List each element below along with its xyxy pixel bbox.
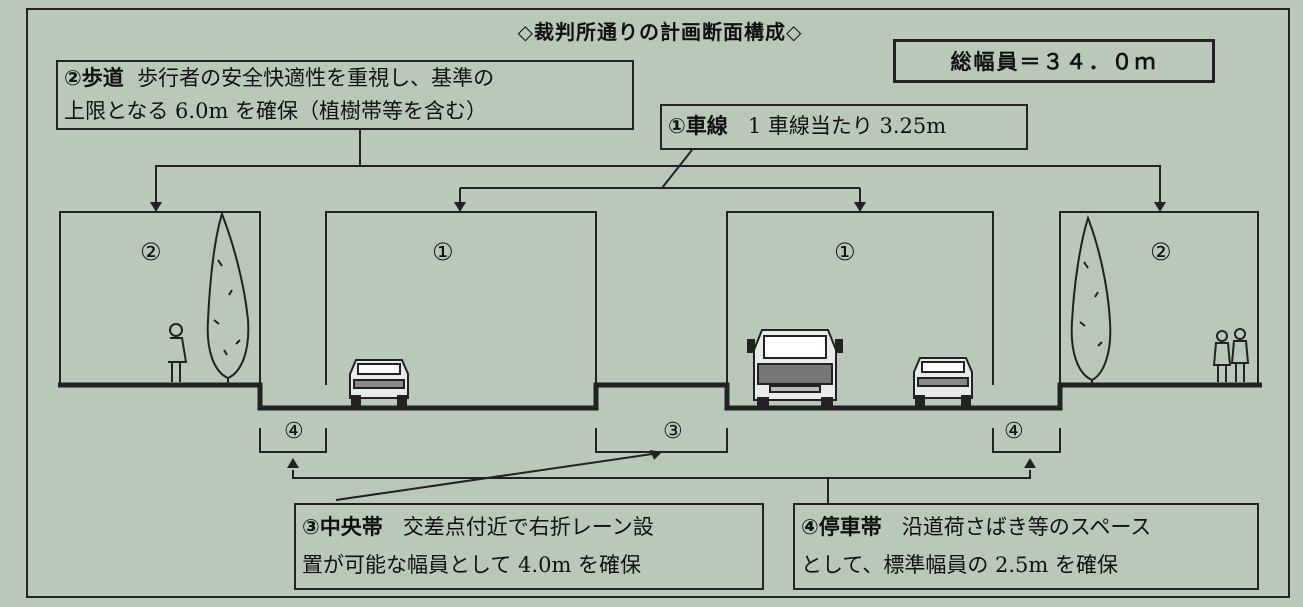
pedestrian-left (168, 323, 188, 382)
sidewalk-leader (155, 130, 361, 204)
car-right (913, 357, 973, 407)
parking-text-1: 沿道荷さばき等のスペース (901, 515, 1152, 539)
tree-left (206, 210, 250, 385)
lane-heading: ①車線 (668, 114, 728, 138)
lane-callout: ①車線 1 車線当たり 3.25m (660, 104, 1028, 150)
diagram-title: ◇裁判所通りの計画断面構成◇ (517, 20, 803, 44)
sidewalk-callout: ②歩道 歩行者の安全快適性を重視し、基準の 上限となる 6.0m を確保（植樹帯… (56, 60, 634, 130)
sidewalk-right-label: ② (1150, 238, 1172, 266)
total-width-box: 総幅員＝３４．０ｍ (893, 39, 1215, 83)
parking-right-bracket (992, 428, 1061, 453)
parking-heading: ④停車帯 (801, 515, 882, 539)
lane-left-space (325, 211, 597, 385)
median-label: ③ (663, 419, 683, 444)
median-leader (335, 453, 653, 501)
parking-left-label: ④ (284, 419, 304, 444)
sidewalk-right-space (1059, 211, 1259, 385)
median-bracket (595, 428, 728, 453)
sidewalk-text-2: 上限となる 6.0m を確保（植樹帯等を含む） (64, 99, 488, 123)
lane-left-label: ① (432, 238, 454, 266)
road-profile (58, 382, 1262, 411)
car-left (349, 359, 409, 407)
truck (747, 329, 843, 409)
median-text-1: 交差点付近で右折レーン設 (402, 515, 654, 539)
lane-leader (661, 149, 693, 189)
parking-callout: ④停車帯 沿道荷さばき等のスペース として、標準幅員の 2.5m を確保 (793, 503, 1259, 590)
parking-leader (292, 470, 1031, 479)
tree-right (1070, 214, 1112, 385)
lane-right-label: ① (834, 238, 856, 266)
lane-text: 1 車線当たり 3.25m (747, 114, 947, 138)
diagram-frame (26, 8, 1290, 598)
sidewalk-heading: ②歩道 (64, 66, 124, 90)
median-text-2: 置が可能な幅員として 4.0m を確保 (302, 553, 642, 577)
sidewalk-left-label: ② (140, 238, 162, 266)
parking-right-label: ④ (1004, 419, 1024, 444)
parking-text-2: として、標準幅員の 2.5m を確保 (801, 553, 1118, 577)
parking-left-bracket (259, 428, 327, 453)
median-callout: ③中央帯 交差点付近で右折レーン設 置が可能な幅員として 4.0m を確保 (294, 503, 764, 590)
sidewalk-text-1: 歩行者の安全快適性を重視し、基準の (137, 66, 495, 90)
sidewalk-leader-right (360, 165, 1161, 204)
sidewalk-left-space (59, 211, 261, 385)
median-heading: ③中央帯 (302, 515, 383, 539)
pedestrians-right (1212, 328, 1250, 382)
